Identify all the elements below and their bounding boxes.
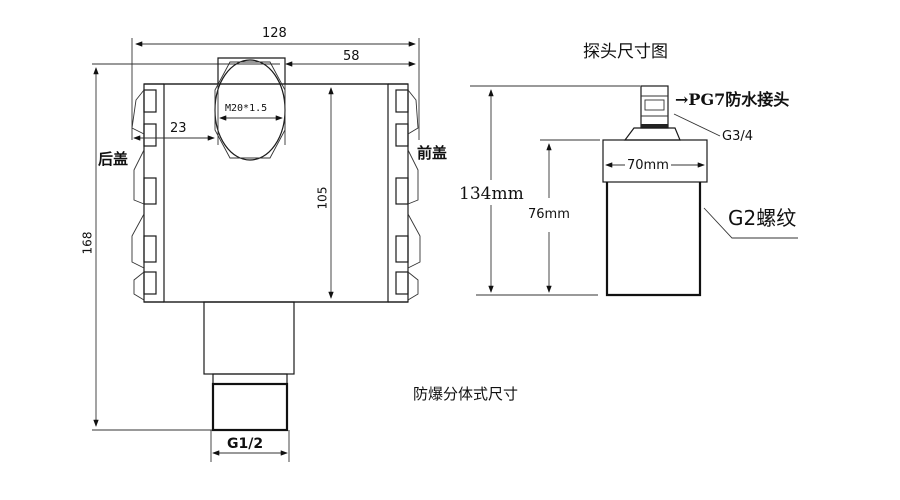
label-rear-cover: 后盖 — [98, 150, 129, 168]
probe-title: 探头尺寸图 — [583, 42, 668, 62]
rear-cover-ribs — [131, 83, 164, 303]
housing-outline — [92, 38, 421, 462]
dim-overall-height: 168 — [80, 231, 95, 255]
front-cover-ribs — [388, 83, 421, 303]
dim-overall-width: 128 — [262, 26, 287, 41]
cable-gland — [214, 57, 286, 161]
dim-cable-gland-thread: M20*1.5 — [225, 103, 268, 114]
dim-probe-diameter: 70mm — [625, 158, 671, 173]
dim-front-offset: 58 — [343, 49, 360, 64]
callout-mount-thread: G2螺纹 — [728, 206, 797, 230]
label-front-cover: 前盖 — [417, 144, 448, 162]
callout-connector-thread: G3/4 — [722, 129, 753, 144]
dim-probe-total-height: 134mm — [459, 184, 524, 204]
dim-probe-body-height: 76mm — [528, 207, 570, 222]
dim-body-height: 105 — [315, 186, 330, 210]
dim-cable-gland-offset: 23 — [170, 121, 187, 136]
housing-caption: 防爆分体式尺寸 — [413, 385, 519, 403]
probe-outline — [470, 85, 798, 297]
dim-process-thread: G1/2 — [227, 436, 264, 452]
callout-connector: →PG7防水接头 — [675, 90, 790, 109]
